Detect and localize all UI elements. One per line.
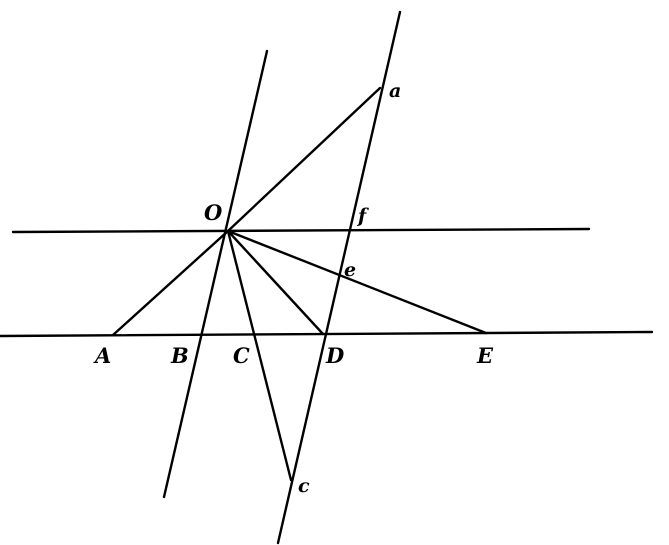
lines-group bbox=[0, 10, 654, 545]
point-label-e: e bbox=[344, 259, 356, 281]
line-right-parallel bbox=[276, 10, 402, 545]
point-label-E: E bbox=[476, 343, 494, 368]
point-label-A: A bbox=[93, 343, 111, 368]
labels-group: O A B C D Ea f e c bbox=[93, 80, 494, 497]
point-label-c: c bbox=[298, 475, 310, 497]
point-label-C: C bbox=[233, 343, 250, 368]
line-ray-O-c bbox=[226, 229, 293, 482]
point-label-a: a bbox=[389, 80, 401, 102]
line-upper-horizontal bbox=[11, 227, 591, 234]
line-ray-O-A bbox=[111, 229, 230, 337]
line-left-parallel bbox=[162, 49, 269, 499]
point-label-B: B bbox=[170, 343, 189, 368]
line-ray-O-E bbox=[226, 229, 488, 335]
line-ray-O-D bbox=[226, 229, 325, 336]
point-label-O: O bbox=[204, 200, 223, 225]
point-label-D: D bbox=[325, 343, 345, 368]
line-ray-O-a bbox=[226, 86, 382, 233]
point-label-f: f bbox=[356, 205, 369, 227]
